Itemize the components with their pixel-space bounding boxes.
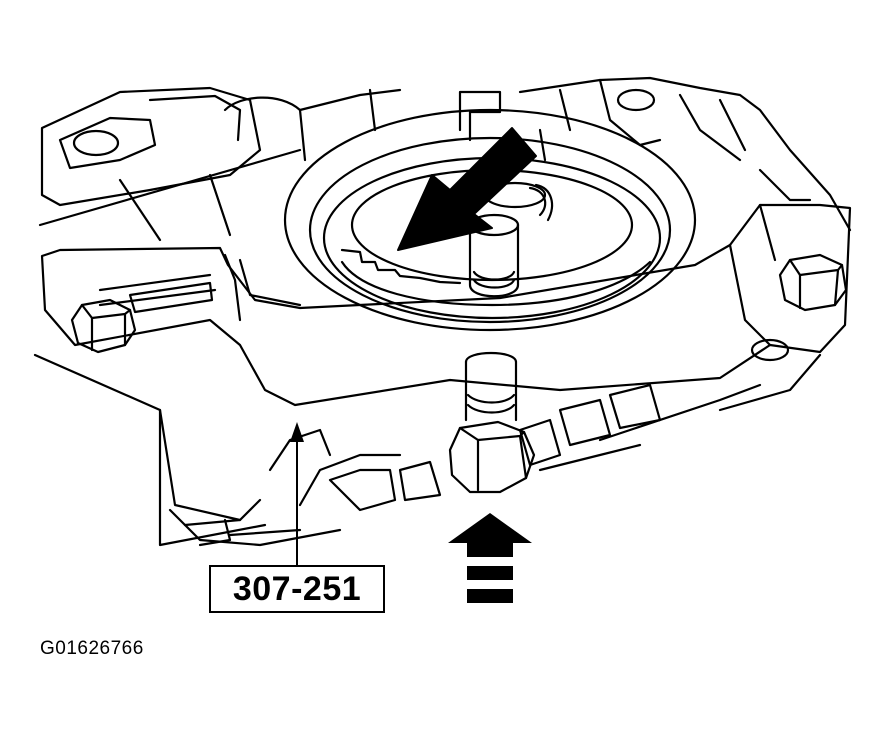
figure-id: G01626766 (40, 638, 144, 659)
bolt-right (778, 253, 848, 312)
bolt-left (70, 298, 137, 354)
forcing-screw (448, 213, 536, 494)
force-direction-arrow-icon (448, 513, 532, 603)
special-tool-bar (40, 203, 852, 407)
pointer-arrow-icon (397, 127, 537, 251)
tool-number-label: 307-251 (209, 565, 385, 613)
housing-tab (458, 90, 502, 142)
transmission-housing (33, 76, 852, 547)
leader-arrow-icon (290, 422, 304, 565)
